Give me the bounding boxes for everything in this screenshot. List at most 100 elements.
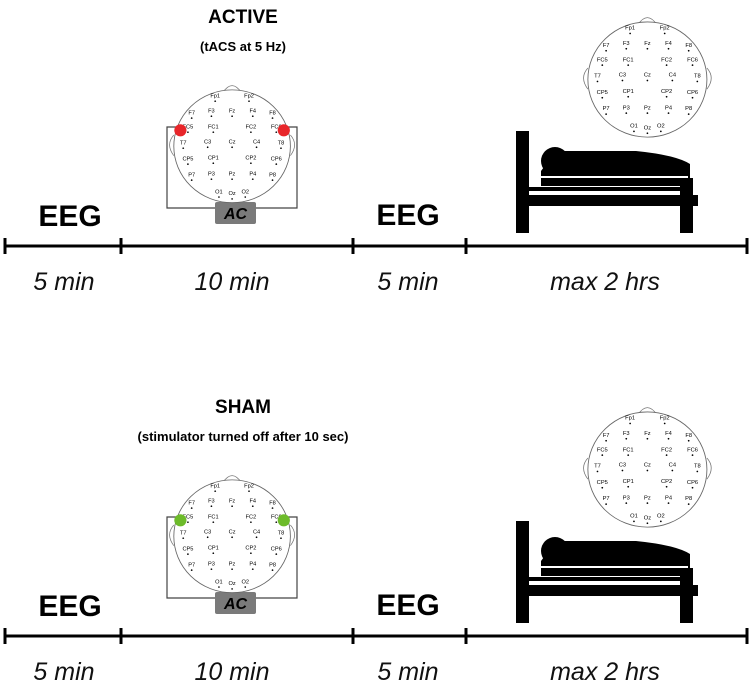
head-outline	[587, 21, 708, 138]
electrode-label: CP6	[687, 480, 698, 486]
electrode-dot	[627, 64, 630, 66]
electrode-label: CP2	[661, 89, 672, 95]
electrode-label: Cz	[229, 139, 236, 145]
electrode-dot	[633, 520, 635, 523]
stimulation-setup: AC	[166, 516, 298, 614]
bed-icon	[516, 521, 698, 623]
electrode-dot	[629, 422, 631, 425]
electrode-label: P8	[685, 496, 692, 502]
ac-stimulator-label: AC	[223, 596, 248, 613]
duration-label: 10 min	[194, 658, 269, 681]
electrode-label: CP5	[182, 546, 193, 552]
electrode-label: T7	[180, 530, 187, 536]
electrode-label: FC6	[687, 57, 698, 63]
electrode-dot	[248, 490, 250, 493]
electrode-dot	[659, 130, 662, 133]
duration-label: 5 min	[33, 658, 94, 681]
electrode-label: O2	[242, 579, 250, 585]
electrode-label: CP6	[271, 156, 282, 162]
electrode-dot	[182, 537, 185, 540]
electrode-label: F3	[623, 431, 630, 437]
bed-mattress	[529, 577, 693, 581]
electrode-dot	[671, 79, 674, 82]
electrode-label: FC5	[597, 447, 608, 453]
electrode-dot	[231, 178, 233, 181]
electrode-dot	[667, 502, 670, 504]
electrode-dot	[231, 536, 233, 539]
electrode-dot	[212, 162, 215, 165]
sleeper-head	[541, 537, 569, 565]
electrode-dot	[687, 503, 690, 505]
ac-stimulator-icon	[215, 592, 256, 614]
electrode-dot	[601, 96, 604, 99]
electrode-dot	[231, 568, 233, 571]
electrode-label: T8	[694, 74, 701, 80]
electrode-dot	[187, 521, 189, 524]
electrode-label: P7	[603, 496, 610, 502]
electrode-label: P4	[249, 171, 256, 177]
electrode-dot	[671, 469, 674, 472]
electrode-label: F3	[208, 498, 215, 504]
electrode-dot	[212, 521, 215, 524]
electrode-dot	[663, 422, 666, 425]
electrode-label: T7	[594, 464, 601, 470]
electrode-dot	[214, 490, 217, 493]
electrode-label: FC6	[271, 124, 282, 130]
electrode-dot	[255, 146, 258, 149]
electrode-label: P7	[188, 562, 195, 568]
electrode-label: FC6	[271, 514, 282, 520]
electrode-dot	[596, 470, 599, 473]
electrode-dot	[250, 131, 252, 134]
duration-label: 10 min	[194, 268, 269, 296]
head-left-ear	[169, 524, 175, 546]
electrode-label: O2	[242, 189, 250, 195]
electrode-dot	[251, 568, 254, 571]
electrode-dot	[251, 505, 254, 508]
electrode-label: Fz	[644, 431, 651, 437]
electrode-dot	[187, 131, 189, 134]
electrode-dot	[665, 95, 668, 98]
electrode-dot	[646, 502, 649, 504]
electrode-label: Fp1	[210, 483, 220, 489]
electrode-dot	[190, 117, 193, 119]
electrode-label: C4	[669, 73, 677, 79]
electrode-dot	[251, 178, 254, 181]
head-left-ear	[583, 457, 589, 480]
electrode-label: T7	[594, 74, 601, 80]
electrode-dot	[691, 454, 694, 456]
electrode-label: F4	[249, 498, 256, 504]
electrode-label: F7	[603, 43, 610, 49]
electrode-dot	[601, 454, 604, 456]
electrode-label: Fp1	[210, 93, 220, 99]
electrode-label: FC2	[661, 57, 672, 63]
electrode-label: CP1	[208, 155, 219, 161]
ac-stimulator-label: AC	[223, 206, 248, 223]
electrode-label: Oz	[644, 125, 651, 131]
electrode-label: FC6	[687, 447, 698, 453]
electrode-dot	[667, 437, 670, 440]
electrode-dot	[250, 521, 252, 524]
head-outline	[173, 89, 291, 204]
electrode-label: Fz	[229, 498, 235, 504]
electrode-label: P4	[665, 495, 673, 501]
electrode-label: P3	[208, 171, 215, 177]
electrode-dot	[190, 507, 193, 509]
electrode-dot	[627, 95, 630, 98]
electrode-dot	[691, 64, 694, 66]
electrode-label: P7	[188, 172, 195, 178]
electrode-dot	[691, 96, 694, 99]
electrode-dot	[244, 586, 247, 588]
electrode-label: O1	[215, 189, 223, 195]
electrode-label: Pz	[644, 495, 651, 501]
electrode-label: Fp1	[625, 26, 635, 32]
electrode-dot	[218, 586, 220, 588]
electrode-label: CP6	[271, 546, 282, 552]
eeg-label-pre: EEG	[38, 590, 101, 623]
electrode-dot	[659, 520, 662, 523]
electrode-dot	[280, 537, 282, 540]
electrode-dot	[206, 146, 209, 149]
electrode-dot	[646, 437, 649, 440]
electrode-label: Pz	[644, 105, 651, 111]
